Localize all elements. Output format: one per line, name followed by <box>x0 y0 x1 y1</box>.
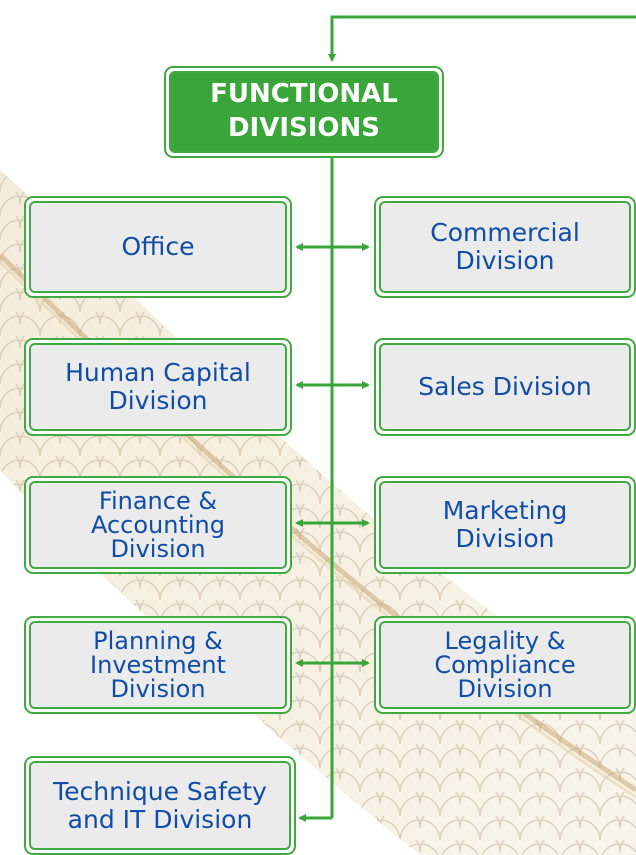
planning-line-2: Investment <box>90 651 226 679</box>
title-line-2: DIVISIONS <box>227 113 381 143</box>
sales-box-inner: Sales Division <box>379 343 631 431</box>
finance-line-3: Division <box>110 535 206 563</box>
planning-line-3: Division <box>110 675 206 703</box>
planning-investment-box-inner: Planning & Investment Division <box>29 621 287 709</box>
planning-investment-division-box: Planning & Investment Division <box>24 616 292 714</box>
human-capital-line-2: Division <box>108 386 208 415</box>
legality-compliance-division-box: Legality & Compliance Division <box>374 616 636 714</box>
office-box-inner: Office <box>29 201 287 293</box>
technique-line-2: and IT Division <box>67 804 253 834</box>
finance-accounting-division-box: Finance & Accounting Division <box>24 476 292 574</box>
human-capital-division-box: Human Capital Division <box>24 338 292 436</box>
office-label: Office <box>121 232 195 261</box>
legality-line-3: Division <box>457 675 553 703</box>
finance-line-1: Finance & <box>98 487 218 515</box>
legality-box-inner: Legality & Compliance Division <box>379 621 631 709</box>
planning-line-1: Planning & <box>93 627 223 655</box>
marketing-division-box: Marketing Division <box>374 476 636 574</box>
functional-divisions-title-box: FUNCTIONAL DIVISIONS <box>164 66 444 158</box>
technique-line-1: Technique Safety <box>53 776 267 806</box>
legality-line-2: Compliance <box>434 651 576 679</box>
marketing-line-2: Division <box>455 524 555 553</box>
technique-safety-it-division-box: Technique Safety and IT Division <box>24 756 296 855</box>
office-box: Office <box>24 196 292 298</box>
sales-division-box: Sales Division <box>374 338 636 436</box>
marketing-box-inner: Marketing Division <box>379 481 631 569</box>
title-line-1: FUNCTIONAL <box>210 79 398 110</box>
commercial-line-2: Division <box>455 246 555 275</box>
sales-line-1: Sales Division <box>418 372 592 401</box>
title-inner: FUNCTIONAL DIVISIONS <box>169 71 439 153</box>
legality-line-1: Legality & <box>444 627 566 655</box>
commercial-line-1: Commercial <box>430 218 580 247</box>
marketing-line-1: Marketing <box>442 496 568 525</box>
commercial-box-inner: Commercial Division <box>379 201 631 293</box>
human-capital-line-1: Human Capital <box>65 358 251 387</box>
technique-safety-box-inner: Technique Safety and IT Division <box>29 761 291 850</box>
commercial-division-box: Commercial Division <box>374 196 636 298</box>
finance-accounting-box-inner: Finance & Accounting Division <box>29 481 287 569</box>
finance-line-2: Accounting <box>90 511 225 539</box>
human-capital-box-inner: Human Capital Division <box>29 343 287 431</box>
